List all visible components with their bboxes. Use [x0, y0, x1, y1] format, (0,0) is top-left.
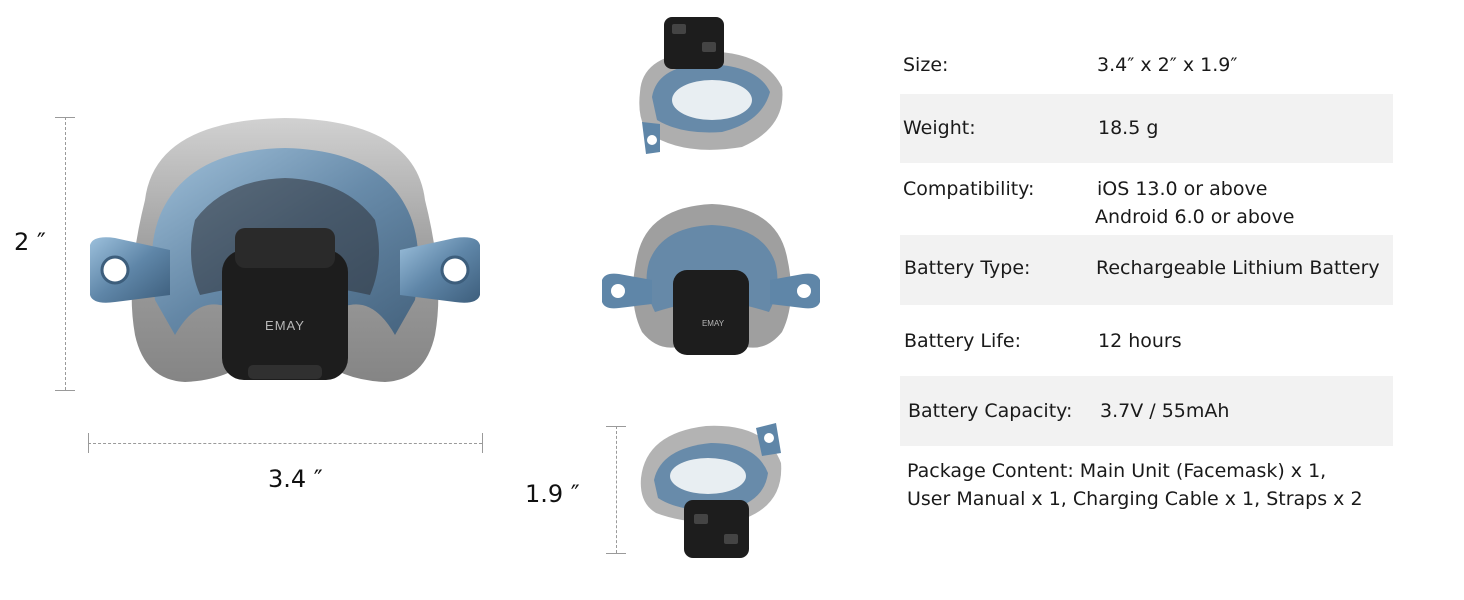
right-strap-tab [400, 237, 480, 303]
sensor-module [222, 250, 348, 380]
spec-package-content-line2: User Manual x 1, Charging Cable x 1, Str… [907, 488, 1363, 510]
spec-label-size: Size: [903, 54, 949, 76]
spec-label-compatibility: Compatibility: [903, 178, 1035, 200]
product-side-view [640, 423, 782, 558]
spec-row-battery-life: Battery Life: 12 hours [900, 305, 1393, 376]
width-dimension-cap-right [482, 433, 483, 453]
product-angled-view: EMAY [602, 204, 820, 355]
spec-row-size: Size: 3.4″ x 2″ x 1.9″ [900, 37, 1393, 94]
spec-package-content-line1: Package Content: Main Unit (Facemask) x … [907, 460, 1327, 482]
spec-label-weight: Weight: [903, 117, 976, 139]
height-dimension-cap-bottom [55, 390, 75, 391]
spec-label-battery-type: Battery Type: [904, 257, 1031, 279]
spec-value-battery-type: Rechargeable Lithium Battery [1096, 257, 1380, 279]
brand-logo-text: EMAY [265, 318, 305, 333]
height-dimension-cap-top [55, 117, 75, 118]
spec-row-package-content: Package Content: Main Unit (Facemask) x … [900, 446, 1393, 526]
depth-dimension-cap-bottom [606, 553, 626, 554]
depth-dimension-cap-top [606, 426, 626, 427]
spec-row-battery-type: Battery Type: Rechargeable Lithium Batte… [900, 235, 1393, 305]
product-front-view: EMAY [90, 118, 480, 382]
width-dimension-cap-left [88, 433, 89, 453]
spec-row-compatibility: Compatibility: iOS 13.0 or above Android… [900, 163, 1393, 235]
width-dimension-label: 3.4 ″ [268, 465, 323, 493]
spec-label-battery-capacity: Battery Capacity: [908, 400, 1073, 422]
spec-row-weight: Weight: 18.5 g [900, 94, 1393, 163]
left-strap-tab [90, 237, 170, 303]
spec-value-compatibility-ios: iOS 13.0 or above [1097, 178, 1268, 200]
svg-text:EMAY: EMAY [702, 319, 725, 328]
spec-value-weight: 18.5 g [1098, 117, 1159, 139]
spec-label-battery-life: Battery Life: [904, 330, 1022, 352]
product-top-view [639, 17, 783, 154]
width-dimension-line [88, 443, 482, 444]
height-dimension-line [65, 117, 66, 390]
height-dimension-label: 2 ″ [14, 228, 46, 256]
spec-value-battery-life: 12 hours [1098, 330, 1182, 352]
depth-dimension-line [616, 426, 617, 553]
spec-row-battery-capacity: Battery Capacity: 3.7V / 55mAh [900, 376, 1393, 446]
spec-value-battery-capacity: 3.7V / 55mAh [1100, 400, 1230, 422]
spec-value-compatibility-android: Android 6.0 or above [1095, 206, 1295, 228]
depth-dimension-label: 1.9 ″ [525, 480, 580, 508]
spec-value-size: 3.4″ x 2″ x 1.9″ [1097, 54, 1238, 76]
